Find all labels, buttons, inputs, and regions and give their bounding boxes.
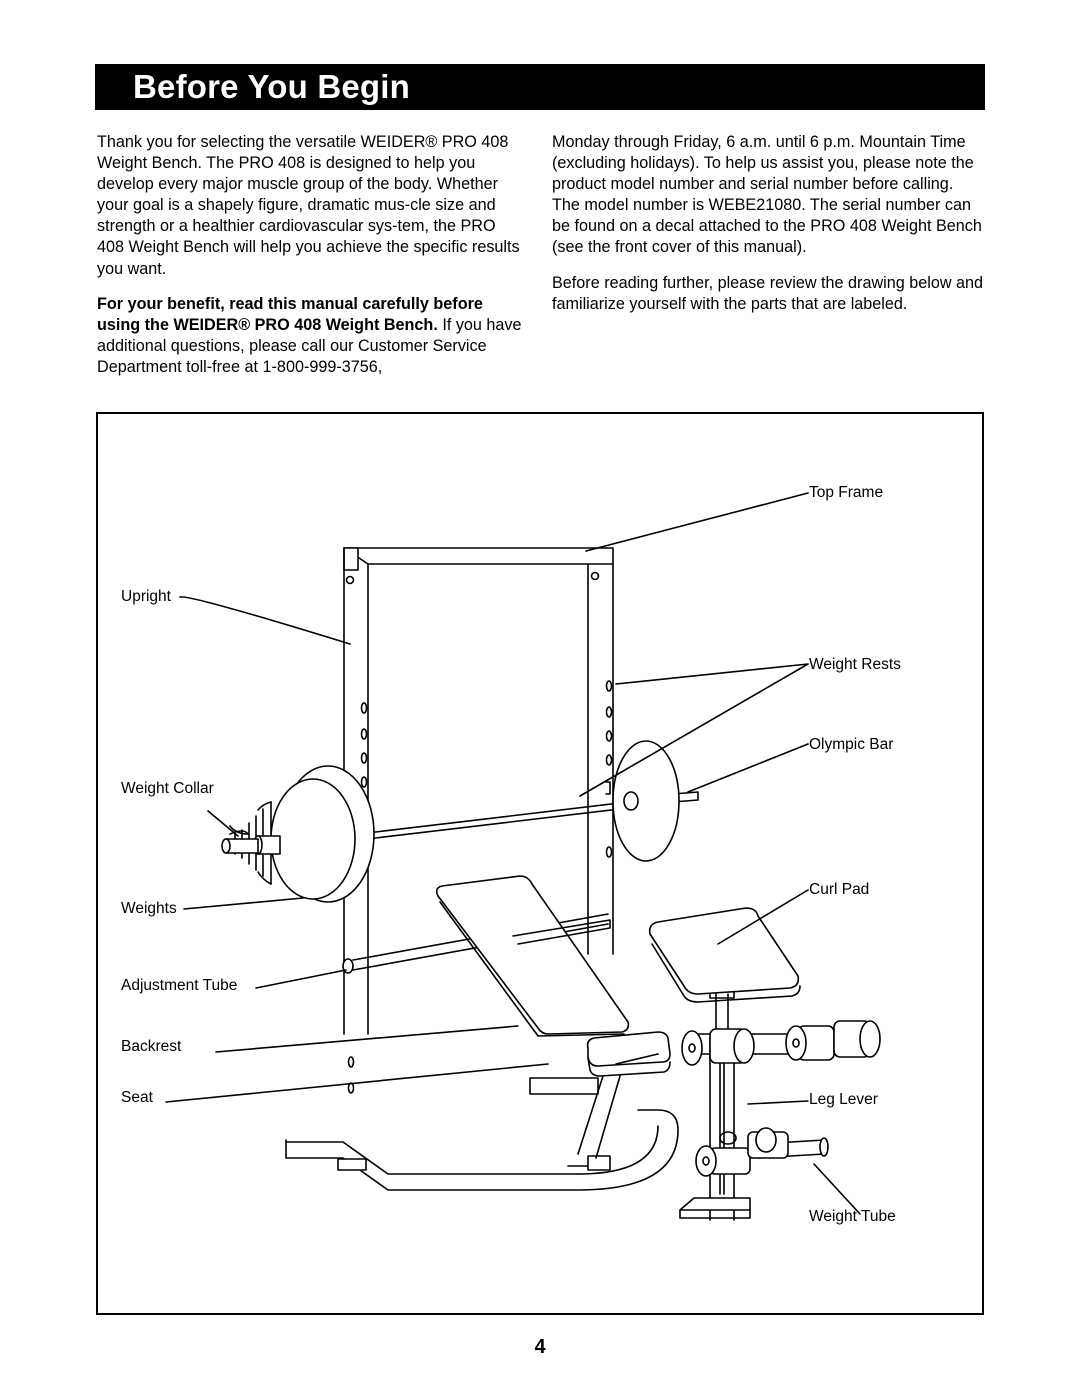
intro-emphasis: For your benefit, read this manual caref…	[97, 294, 483, 334]
label-top-frame: Top Frame	[809, 484, 884, 501]
intro-paragraph-3: Monday through Friday, 6 a.m. until 6 p.…	[552, 133, 982, 257]
page-number: 4	[534, 1336, 546, 1358]
label-weight-rests: Weight Rests	[809, 656, 901, 673]
label-seat: Seat	[121, 1089, 153, 1106]
intro-paragraph-4: Before reading further, please review th…	[552, 273, 984, 313]
label-weight-tube: Weight Tube	[809, 1208, 896, 1225]
label-backrest: Backrest	[121, 1038, 182, 1055]
weight-bench-drawing	[165, 492, 881, 1221]
intro-paragraph-1: Thank you for selecting the versatile WE…	[97, 133, 520, 278]
section-header: Before You Begin	[95, 64, 985, 110]
label-olympic-bar: Olympic Bar	[809, 736, 894, 753]
label-leg-lever: Leg Lever	[809, 1091, 878, 1108]
label-curl-pad: Curl Pad	[809, 881, 870, 898]
intro-column-right: Monday through Friday, 6 a.m. until 6 p.…	[552, 132, 984, 329]
section-title: Before You Begin	[133, 68, 411, 105]
label-adjustment-tube: Adjustment Tube	[121, 977, 238, 994]
intro-paragraph-2: For your benefit, read this manual caref…	[97, 294, 522, 378]
intro-column-left: Thank you for selecting the versatile WE…	[97, 132, 522, 392]
label-weight-collar: Weight Collar	[121, 780, 214, 797]
label-weights: Weights	[121, 900, 177, 917]
parts-diagram: Top Frame Upright Weight Rests Olympic B…	[96, 412, 984, 1315]
label-upright: Upright	[121, 588, 171, 605]
intro-paragraph-2-rest: If you have additional questions, please…	[97, 315, 522, 376]
